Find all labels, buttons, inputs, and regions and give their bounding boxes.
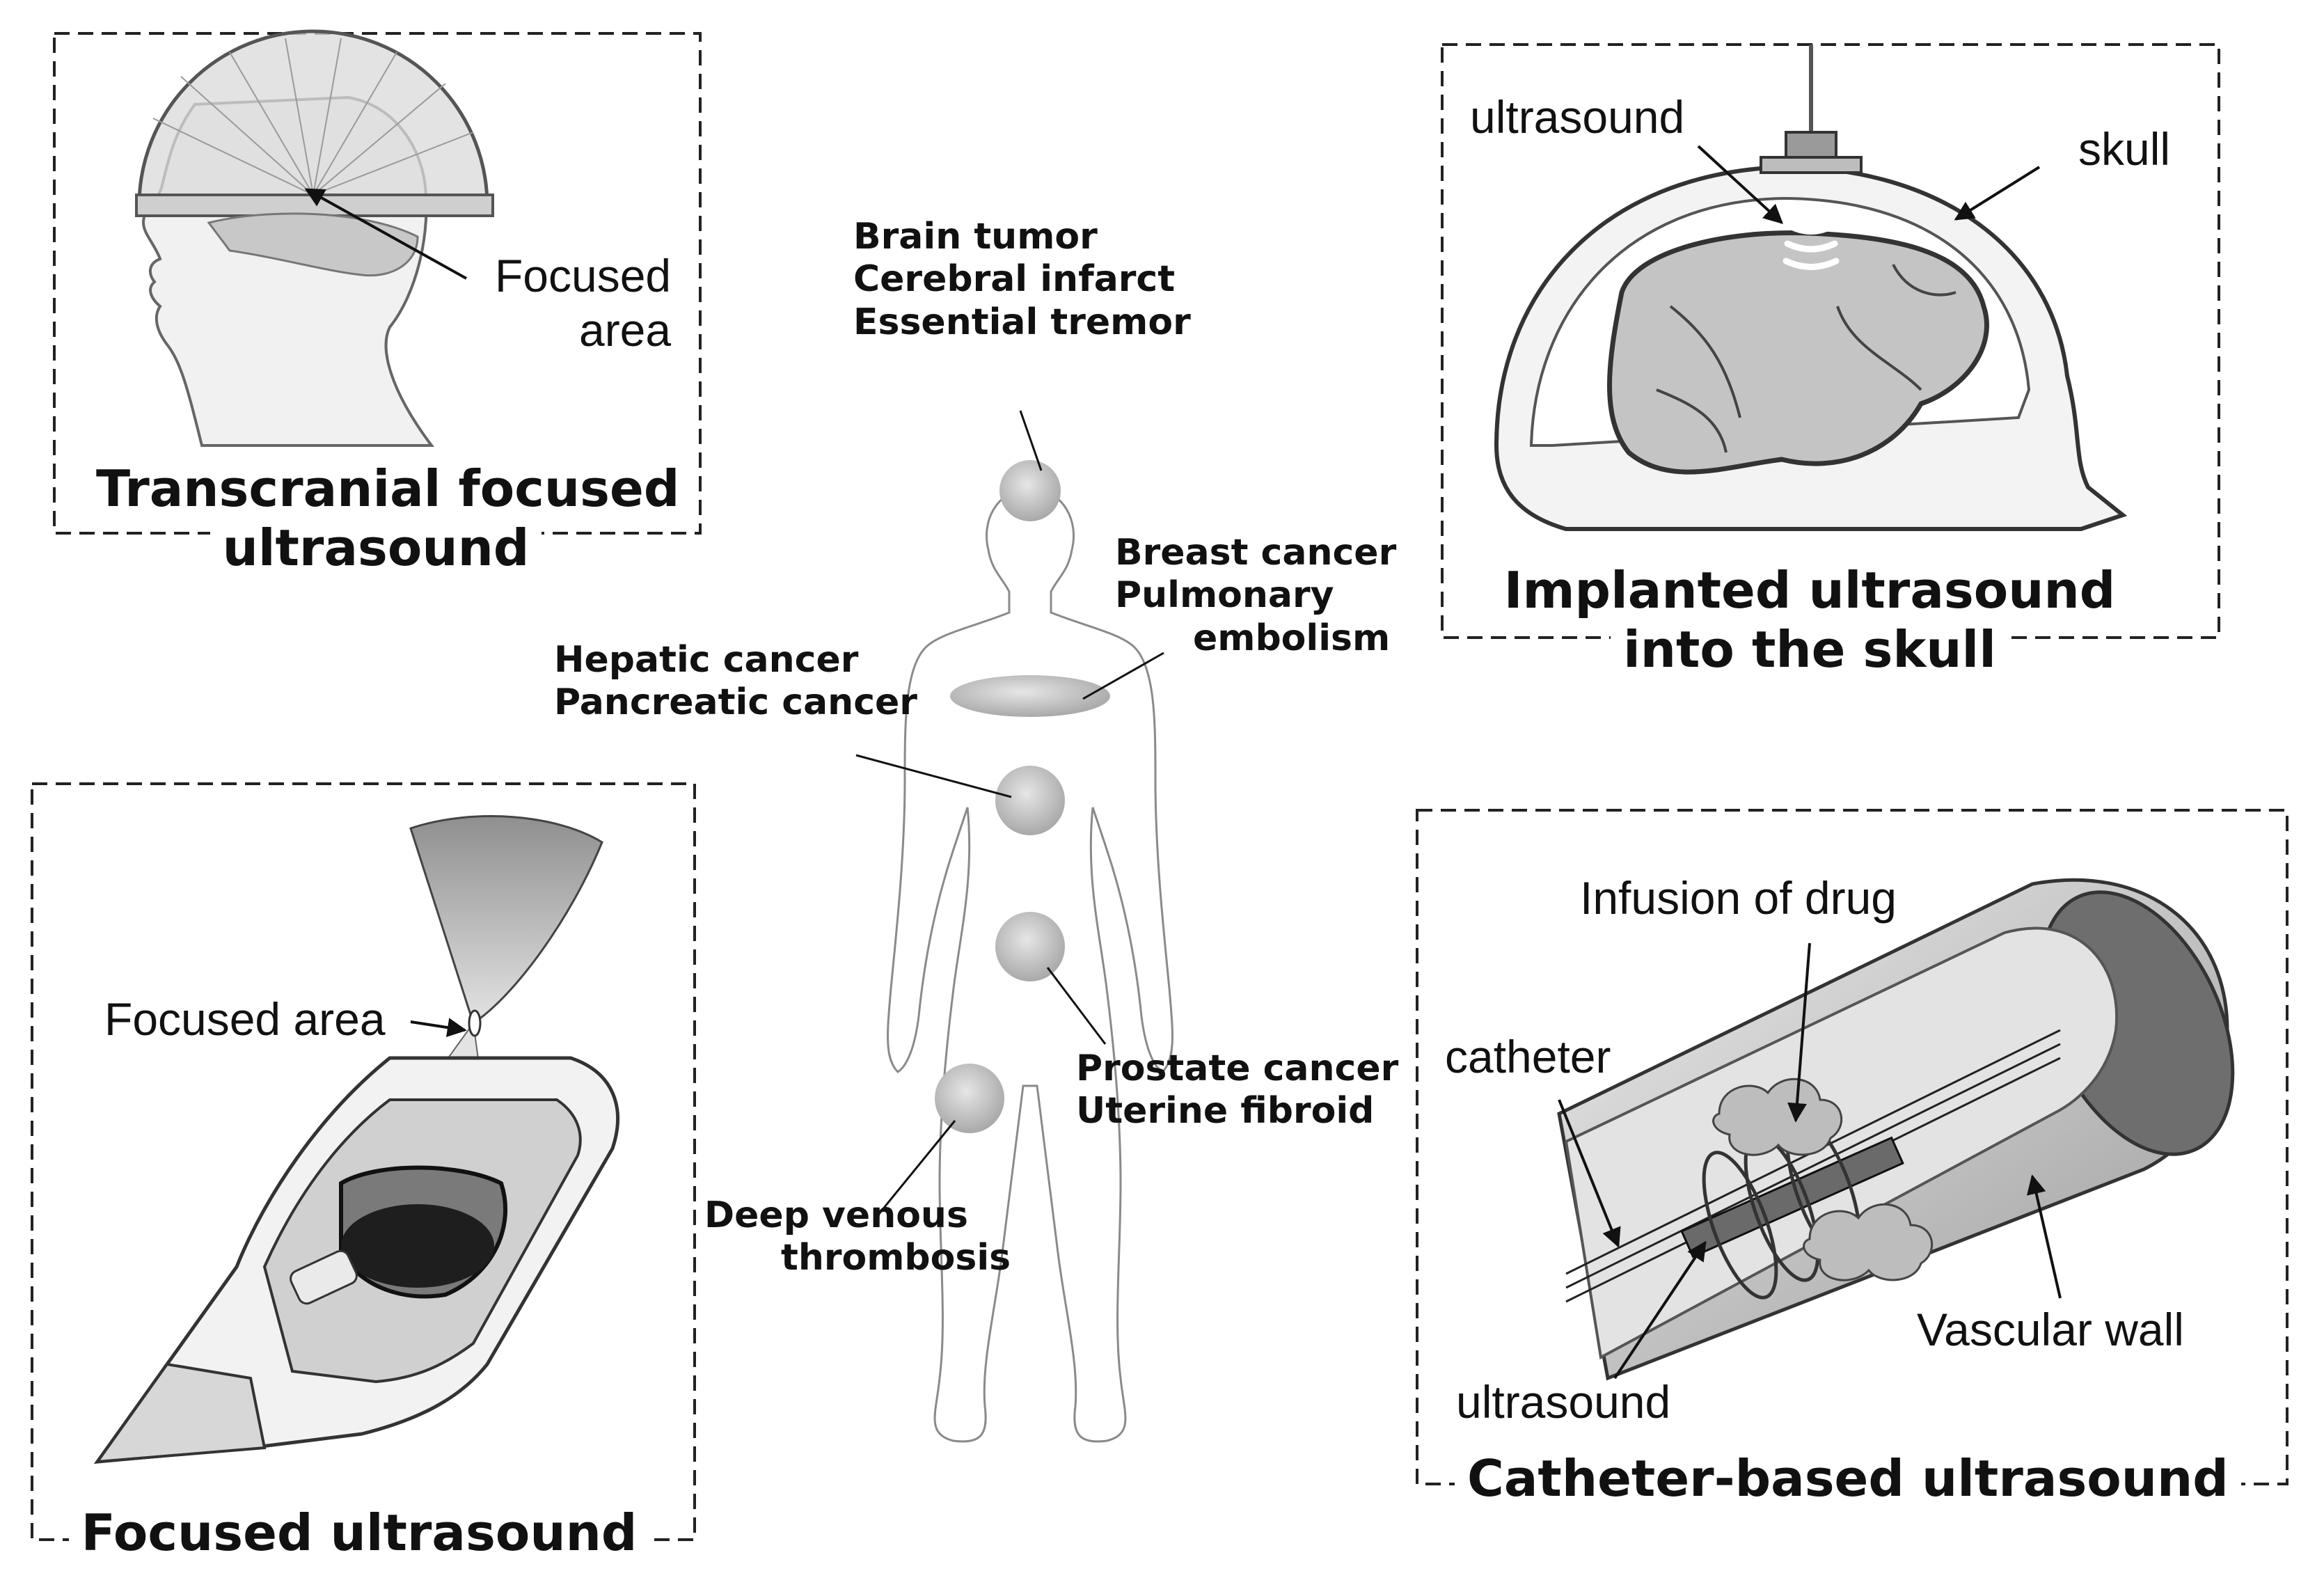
abdomen-pointer <box>855 754 1012 798</box>
catheter-arrow <box>1558 1099 1621 1248</box>
disease-uterine-fibroid: Uterine fibroid <box>1076 1090 1375 1132</box>
ultrasound-waves-icon <box>1782 205 1840 270</box>
abdomen-lesion <box>995 766 1065 835</box>
disease-essential-tremor: Essential tremor <box>853 301 1191 343</box>
head-pointer <box>1019 410 1043 471</box>
catheter-label: catheter <box>1445 1031 1611 1082</box>
chest-lesion <box>950 675 1110 717</box>
disease-hepatic-cancer: Hepatic cancer <box>554 639 859 681</box>
catheter-title: Catheter-based ultrasound <box>1455 1449 2241 1508</box>
pelvis-lesion <box>995 912 1065 981</box>
focused-title: Focused ultrasound <box>46 1503 672 1563</box>
head-lesion <box>999 460 1061 521</box>
helmet-rim <box>135 194 494 217</box>
transcranial-title-line1: Transcranial focused <box>84 459 693 519</box>
implanted-title: Implanted ultrasound into the skull <box>1462 561 2158 679</box>
leg-diseases: Deep venous thrombosis <box>704 1194 1011 1280</box>
disease-breast-cancer: Breast cancer <box>1115 532 1397 574</box>
catheter-vessel-illustration <box>1557 878 2235 1381</box>
abdomen-diseases: Hepatic cancer Pancreatic cancer <box>554 639 917 725</box>
skull-label: skull <box>2078 123 2171 175</box>
chest-diseases: Breast cancer Pulmonary embolism <box>1115 532 1396 660</box>
infusion-label: Infusion of drug <box>1580 872 1897 924</box>
focused-panel-frame <box>31 782 696 1541</box>
transcranial-focus-arrow <box>304 188 467 280</box>
implant-ultrasound-arrow <box>1697 145 1784 224</box>
pelvis-pointer <box>1046 967 1107 1045</box>
focused-label-line1: Focused <box>494 250 672 301</box>
transcranial-head-illustration <box>135 29 494 447</box>
focused-area-arrow <box>410 1018 467 1038</box>
focused-transducer-illustration <box>93 815 619 1464</box>
skull-arrow <box>1954 166 2041 221</box>
disease-cerebral-infarct: Cerebral infarct <box>853 258 1176 301</box>
vascular-wall-arrow <box>2026 1174 2062 1299</box>
infusion-arrow <box>1787 942 1811 1123</box>
implanted-ultrasound-label: ultrasound <box>1470 91 1685 143</box>
disease-brain-tumor: Brain tumor <box>853 216 1098 258</box>
head-diseases: Brain tumor Cerebral infarct Essential t… <box>853 216 1191 344</box>
pelvis-diseases: Prostate cancer Uterine fibroid <box>1076 1048 1398 1133</box>
drug-cloud-icon <box>1712 1077 1933 1281</box>
implanted-head-illustration <box>1494 45 2128 531</box>
leg-pointer <box>877 1120 956 1215</box>
vascular-wall-label: Vascular wall <box>1917 1304 2184 1355</box>
implant-transducer <box>1785 131 1837 161</box>
transcranial-title-line2: ultrasound <box>84 518 668 578</box>
chest-pointer <box>1082 652 1164 700</box>
disease-prostate-cancer: Prostate cancer <box>1076 1048 1399 1089</box>
disease-deep-venous: Deep venous <box>704 1194 968 1236</box>
transcranial-title: Transcranial focused ultrasound <box>84 459 693 578</box>
catheter-transducer <box>1680 1136 1904 1258</box>
disease-embolism: embolism <box>1193 617 1391 659</box>
implanted-title-line2: into the skull <box>1462 619 2158 679</box>
area-label-line2: area <box>579 303 672 356</box>
catheter-ultrasound-arrow <box>1613 1240 1707 1380</box>
disease-pancreatic-cancer: Pancreatic cancer <box>554 681 917 724</box>
human-body-outline <box>855 410 1173 1443</box>
transcranial-focus-label: Focused area <box>475 249 671 358</box>
disease-thrombosis: thrombosis <box>781 1237 1011 1279</box>
disease-pulmonary: Pulmonary <box>1115 574 1334 617</box>
leg-lesion <box>935 1064 1004 1133</box>
focused-area-label: Focused area <box>104 993 386 1045</box>
catheter-ultrasound-label: ultrasound <box>1456 1376 1671 1428</box>
focal-spot <box>468 1009 482 1037</box>
implanted-title-line1: Implanted ultrasound <box>1462 561 2158 620</box>
